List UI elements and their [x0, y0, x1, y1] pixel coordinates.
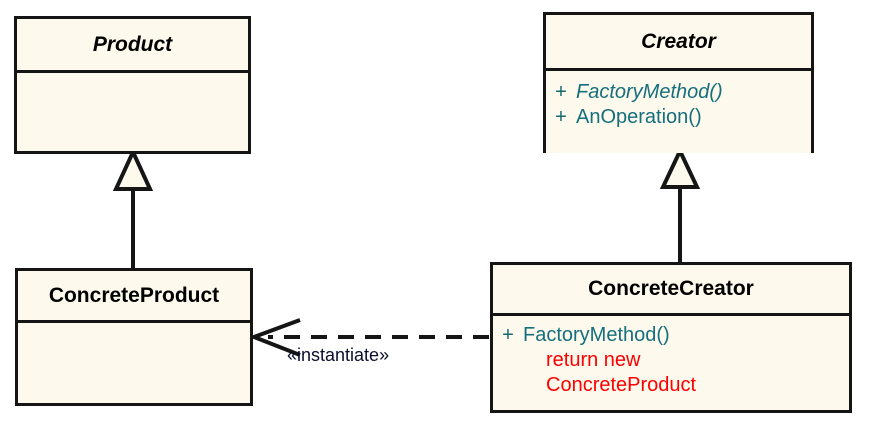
- class-members-product: [17, 73, 248, 151]
- class-members-creator: + FactoryMethod() + AnOperation(): [546, 71, 811, 153]
- class-title-row-creator: Creator: [546, 15, 811, 71]
- member-note-return-new: return new: [546, 349, 641, 371]
- member-note-concreteproduct: ConcreteProduct: [546, 374, 697, 396]
- member-name-anoperation: AnOperation(): [576, 106, 702, 128]
- dependency-stereotype-label: «instantiate»: [287, 345, 390, 365]
- generalization-concreteproduct-to-product: [112, 147, 154, 270]
- member-row-factorymethod: + FactoryMethod(): [546, 80, 811, 105]
- member-visibility-cc-factorymethod: +: [502, 324, 514, 346]
- class-title-row-concretecreator: ConcreteCreator: [493, 265, 849, 316]
- class-box-product[interactable]: Product: [14, 16, 251, 154]
- class-members-concreteproduct: [18, 323, 250, 403]
- member-visibility-factorymethod: +: [555, 81, 567, 103]
- generalization-arrowhead-right: [659, 146, 701, 189]
- class-name-product: Product: [92, 32, 173, 56]
- member-row-anoperation: + AnOperation(): [546, 105, 811, 130]
- class-box-concreteproduct[interactable]: ConcreteProduct: [15, 268, 253, 406]
- class-box-concretecreator[interactable]: ConcreteCreator + FactoryMethod() return…: [490, 262, 852, 413]
- member-visibility-anoperation: +: [555, 106, 567, 128]
- generalization-concretecreator-to-creator: [659, 146, 701, 264]
- class-title-row-concreteproduct: ConcreteProduct: [18, 271, 250, 323]
- class-title-row-product: Product: [17, 19, 248, 73]
- class-name-concreteproduct: ConcreteProduct: [48, 283, 220, 307]
- member-name-factorymethod: FactoryMethod(): [576, 81, 723, 103]
- generalization-arrowhead-left: [112, 147, 154, 191]
- class-members-concretecreator: + FactoryMethod() return new ConcretePro…: [493, 316, 849, 410]
- class-name-creator: Creator: [641, 29, 716, 53]
- class-name-concretecreator: ConcreteCreator: [588, 277, 754, 300]
- class-box-creator[interactable]: Creator + FactoryMethod() + AnOperation(…: [543, 12, 814, 153]
- member-row-cc-factorymethod: + FactoryMethod(): [493, 323, 849, 348]
- member-name-cc-factorymethod: FactoryMethod(): [523, 324, 670, 346]
